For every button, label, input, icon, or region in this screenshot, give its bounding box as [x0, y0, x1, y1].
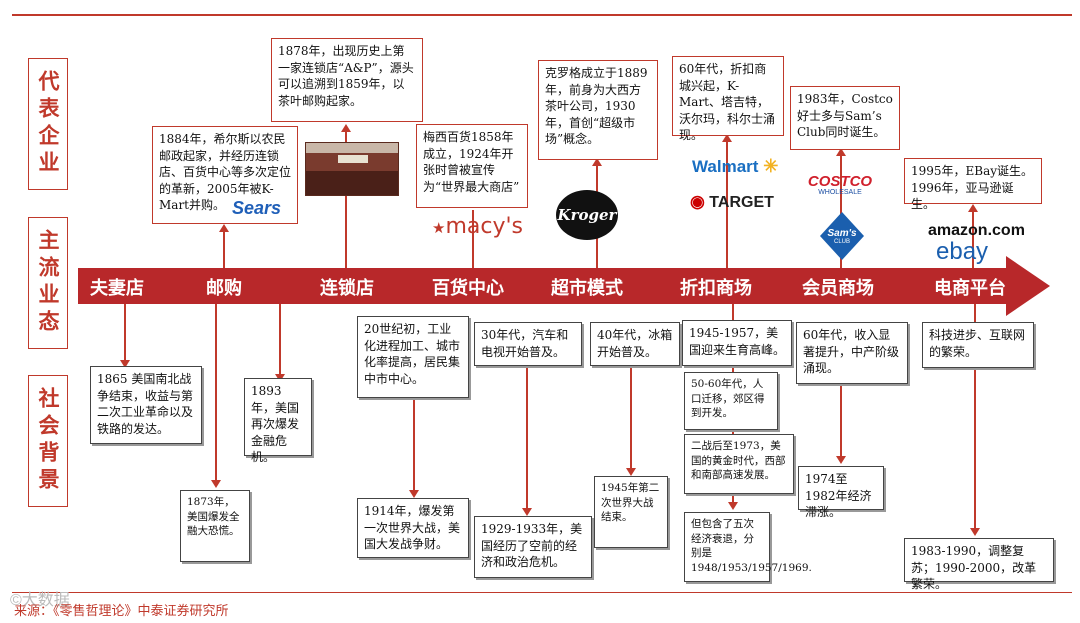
- info-box-50-60s: 50-60年代，人口迁移，郊区得到开发。: [684, 372, 778, 430]
- ebay-logo: ebay: [936, 238, 989, 265]
- timeline-arrow-head: [1006, 256, 1050, 316]
- arrow-down-icon: [970, 528, 980, 536]
- connector-line: [840, 384, 842, 458]
- costco-logo-text: COSTCO: [807, 173, 873, 190]
- info-box-1983: 1983-1990，调整复苏；1990-2000，改革繁荣。: [904, 538, 1054, 591]
- macys-logo-text: macy's: [445, 214, 523, 239]
- connector-line: [223, 228, 225, 268]
- side-label-format: 主流业态: [28, 217, 68, 349]
- source-note: 来源：《零售哲理论》中泰证券研究所: [14, 604, 229, 619]
- stage-label: 夫妻店: [90, 278, 144, 299]
- info-box-ebay: 1995年，EBay诞生。1996年，亚马逊诞生。: [904, 158, 1042, 211]
- arrow-down-icon: [836, 456, 846, 464]
- bottom-divider: [12, 592, 1072, 593]
- target-bullseye-icon: ◉: [690, 192, 705, 211]
- arrow-up-icon: [219, 224, 229, 232]
- sams-logo-subtext: CLUB: [833, 238, 850, 245]
- arrow-up-icon: [341, 124, 351, 132]
- walmart-logo-text: Walmart: [692, 157, 759, 176]
- top-divider: [12, 14, 1072, 16]
- sams-club-logo: Sam's CLUB: [820, 212, 864, 260]
- walmart-spark-icon: ✳: [763, 156, 779, 176]
- costco-logo: COSTCO WHOLESALE: [806, 174, 874, 197]
- info-box-costco: 1983年，Costco好士多与Sam’s Club同时诞生。: [790, 86, 900, 150]
- stage-label: 邮购: [206, 278, 242, 299]
- connector-line: [526, 364, 528, 510]
- walmart-logo: Walmart ✳: [692, 156, 778, 177]
- sams-logo-text: Sam's: [827, 227, 857, 239]
- side-label-background: 社会背景: [28, 375, 68, 507]
- connector-line: [974, 304, 976, 530]
- info-box-sears: 1884年，希尔斯以农民邮政起家，并经历连锁店、百货中心等多次定位的革新，200…: [152, 126, 298, 224]
- stage-label: 连锁店: [320, 278, 374, 299]
- connector-line: [413, 398, 415, 492]
- kroger-logo: Kroger: [556, 190, 618, 240]
- connector-line: [124, 304, 126, 362]
- info-box-40s: 40年代，冰箱开始普及。: [590, 322, 680, 366]
- target-logo: ◉ TARGET: [690, 192, 774, 212]
- info-box-ap: 1878年，出现历史上第一家连锁店“A&P”，源头可以追溯到1859年，以茶叶邮…: [271, 38, 423, 122]
- info-box-kroger: 克罗格成立于1889年，前身为大西方茶叶公司，1930年，首创“超级市场”概念。: [538, 60, 658, 160]
- stage-label: 折扣商场: [680, 278, 752, 299]
- info-box-tech: 科技进步、互联网的繁荣。: [922, 322, 1034, 368]
- connector-line: [472, 210, 474, 268]
- kroger-logo-text: Kroger: [557, 206, 617, 224]
- macys-logo: ★macy's: [432, 214, 523, 239]
- connector-line: [972, 208, 974, 268]
- arrow-up-icon: [968, 204, 978, 212]
- target-logo-text: TARGET: [709, 194, 774, 211]
- info-box-1974: 1974至1982年经济滞涨。: [798, 466, 884, 519]
- info-box-1893: 1893年，美国再次爆发金融危机。: [244, 378, 312, 464]
- stage-label: 百货中心: [432, 278, 504, 299]
- arrow-up-icon: [592, 158, 602, 166]
- info-box-1945-1957: 1945-1957，美国迎来生育高峰。: [682, 320, 792, 366]
- watermark: ©大数据: [10, 592, 70, 609]
- connector-line: [630, 364, 632, 470]
- arrow-down-icon: [409, 490, 419, 498]
- info-box-postwar: 二战后至1973，美国的黄金时代，西部和南部高速发展。: [684, 434, 794, 494]
- amazon-logo: amazon.com: [928, 222, 1025, 239]
- info-box-30s: 30年代，汽车和电视开始普及。: [474, 322, 582, 366]
- info-box-20c: 20世纪初，工业化进程加工、城市化率提高，居民集中市中心。: [357, 316, 469, 398]
- info-box-1929: 1929-1933年，美国经历了空前的经济和政治危机。: [474, 516, 592, 578]
- macys-star-icon: ★: [432, 219, 446, 237]
- arrow-down-icon: [522, 508, 532, 516]
- info-box-1914: 1914年，爆发第一次世界大战，美国大发战争财。: [357, 498, 469, 558]
- stage-label: 电商平台: [934, 278, 1006, 299]
- sears-logo: Sears: [232, 198, 282, 218]
- arrow-down-icon: [728, 502, 738, 510]
- info-box-60s: 60年代，收入显著提升，中产阶级涌现。: [796, 322, 908, 384]
- arrow-down-icon: [211, 480, 221, 488]
- arrow-down-icon: [626, 468, 636, 476]
- connector-line: [726, 138, 728, 268]
- store-photo: [305, 142, 399, 196]
- info-box-recessions: 但包含了五次经济衰退，分别是1948/1953/1957/1969.: [684, 512, 812, 582]
- connector-line: [279, 304, 281, 376]
- connector-line: [345, 128, 347, 268]
- info-box-macys: 梅西百货1858年成立，1924年开张时曾被宣传为“世界最大商店”: [416, 124, 528, 208]
- arrow-up-icon: [836, 148, 846, 156]
- stage-label: 会员商场: [802, 278, 874, 299]
- costco-logo-subtext: WHOLESALE: [818, 189, 862, 196]
- connector-line: [840, 152, 842, 268]
- timeline-arrow-bar: [78, 268, 1008, 304]
- side-label-enterprise: 代表企业: [28, 58, 68, 190]
- arrow-up-icon: [722, 134, 732, 142]
- stage-label: 超市模式: [551, 278, 623, 299]
- info-box-discount: 60年代，折扣商城兴起，K-Mart、塔吉特，沃尔玛，科尔士涌现。: [672, 56, 784, 142]
- connector-line: [215, 304, 217, 482]
- info-box-1865: 1865 美国南北战争结束，收益与第二次工业革命以及铁路的发达。: [90, 366, 202, 444]
- info-box-1945: 1945年第二次世界大战结束。: [594, 476, 668, 548]
- arrow-down-icon: [120, 360, 130, 368]
- info-box-1873: 1873年，美国爆发全融大恐慌。: [180, 490, 250, 562]
